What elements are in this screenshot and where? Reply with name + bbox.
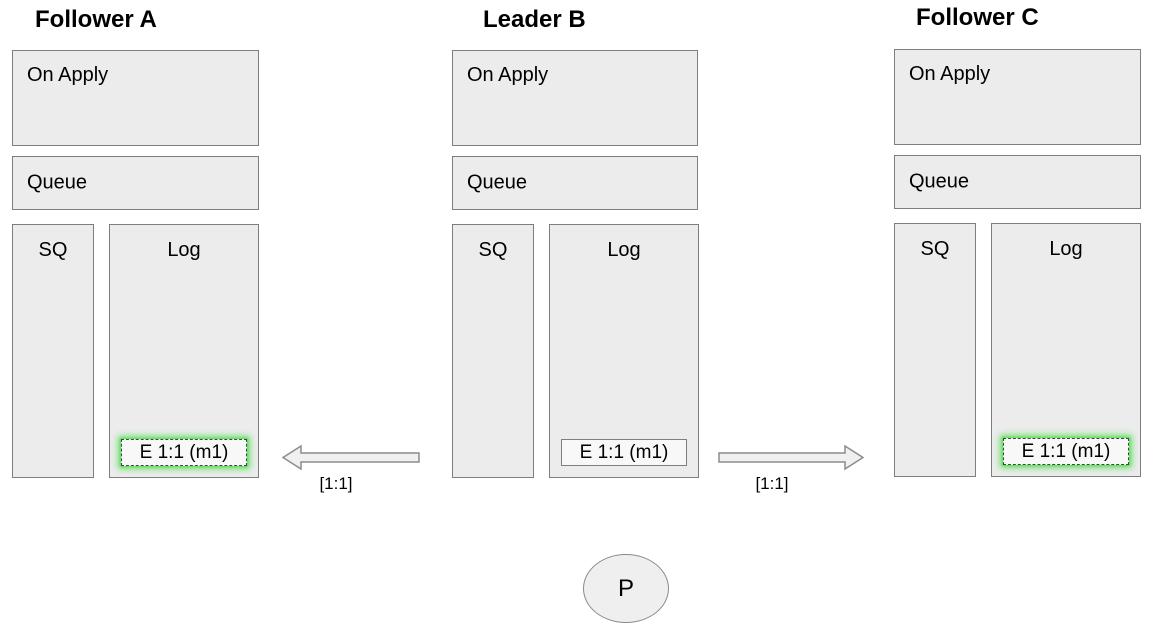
arrow-label: [1:1] [755,474,789,493]
sq-box: SQ [452,224,534,478]
node-follower-c: Follower C On Apply Queue SQ Log E 1:1 (… [894,0,1141,477]
replication-arrow-right [718,444,864,471]
queue-label: Queue [467,171,528,194]
log-box: Log E 1:1 (m1) [109,224,259,478]
node-follower-a: Follower A On Apply Queue SQ Log E 1:1 (… [12,0,259,478]
node-title: Follower A [35,6,157,33]
proposer-node: P [583,554,669,623]
sq-label: SQ [38,239,68,261]
on-apply-label: On Apply [27,64,109,86]
node-title: Follower C [916,4,1039,31]
sq-label: SQ [478,239,508,261]
sq-box: SQ [12,224,94,478]
proposer-label: P [617,574,634,602]
sq-box: SQ [894,223,976,477]
arrow-label: [1:1] [319,474,353,493]
log-entry: E 1:1 (m1) [1003,438,1129,465]
queue-box: Queue [12,156,259,210]
queue-label: Queue [27,171,88,194]
node-title: Leader B [483,6,586,33]
queue-box: Queue [894,155,1141,209]
replication-arrow-left [282,444,420,471]
on-apply-label: On Apply [467,64,549,86]
on-apply-box: On Apply [452,50,698,146]
log-label: Log [167,239,201,261]
node-leader-b: Leader B On Apply Queue SQ Log E 1:1 (m1… [452,0,699,478]
left-arrow-icon [282,444,420,471]
on-apply-box: On Apply [12,50,259,146]
sq-label: SQ [920,238,950,260]
queue-box: Queue [452,156,698,210]
right-arrow-icon [718,444,864,471]
log-box: Log E 1:1 (m1) [991,223,1141,477]
log-box: Log E 1:1 (m1) [549,224,699,478]
log-label: Log [1049,238,1083,260]
on-apply-box: On Apply [894,49,1141,145]
log-label: Log [607,239,641,261]
log-entry: E 1:1 (m1) [121,439,247,466]
log-entry: E 1:1 (m1) [561,439,687,466]
queue-label: Queue [909,170,970,193]
on-apply-label: On Apply [909,63,991,85]
